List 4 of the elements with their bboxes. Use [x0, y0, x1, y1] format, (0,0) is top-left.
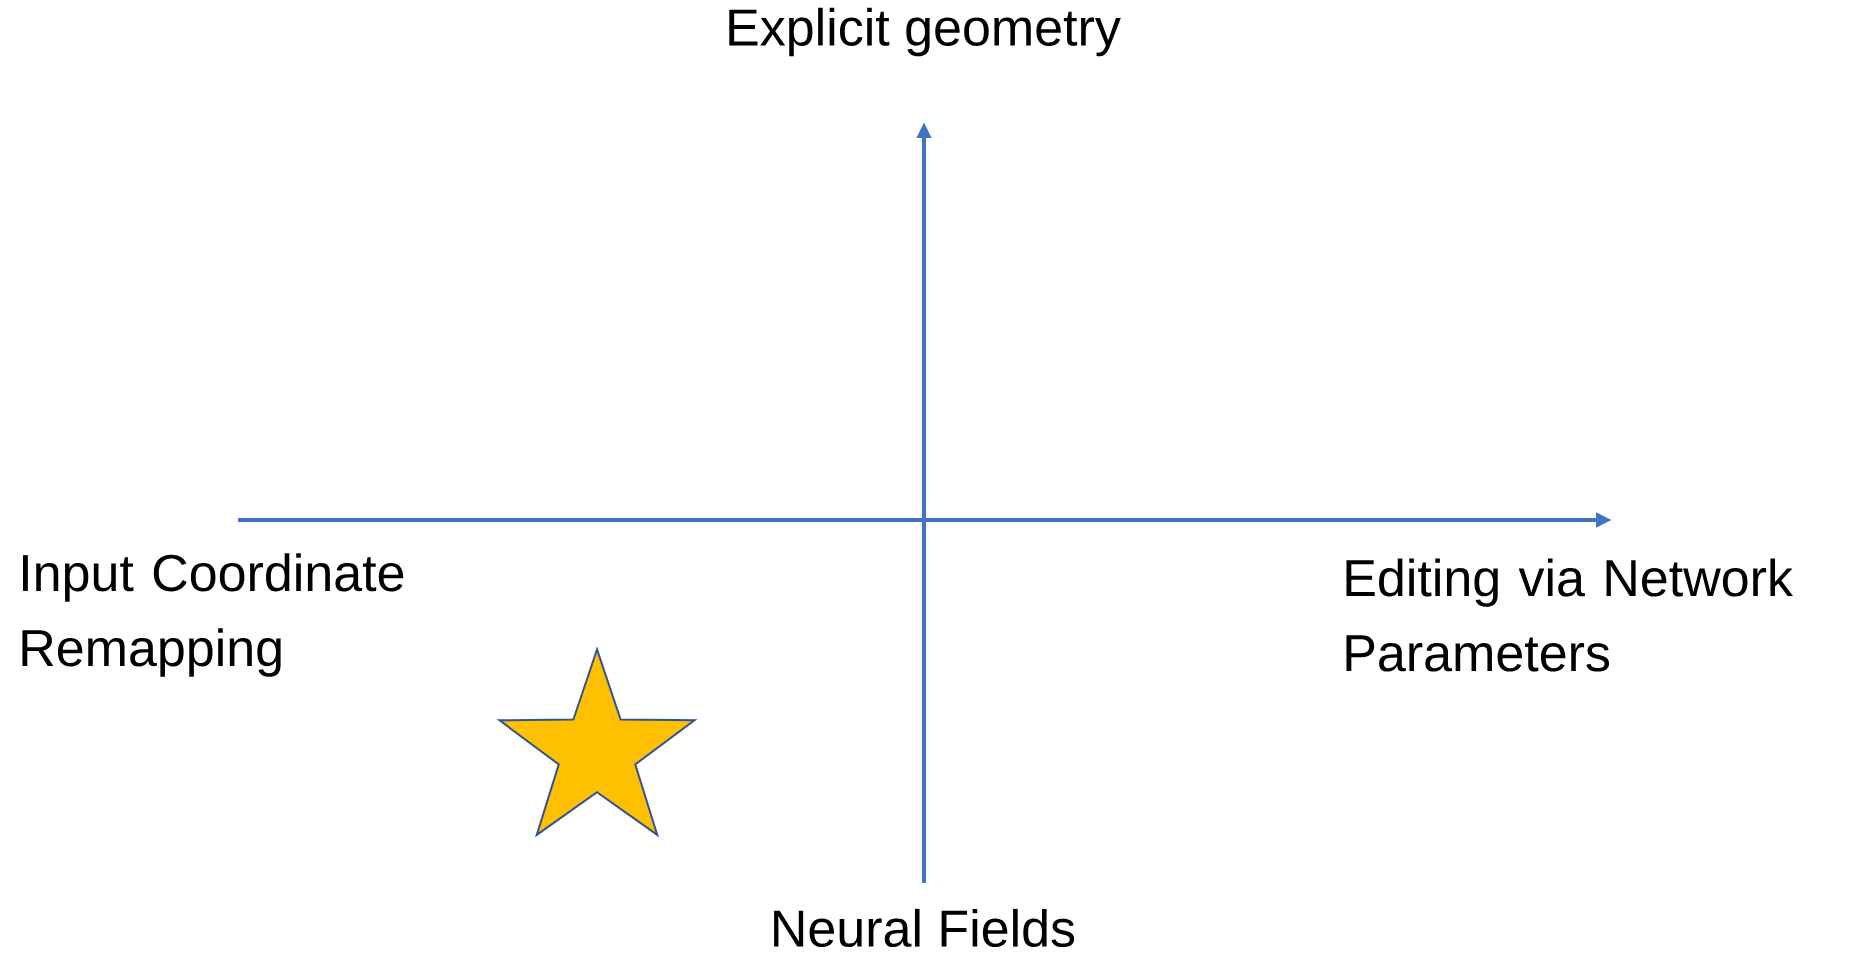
- axis-label: Input Coordinate Remapping: [22, 553, 404, 677]
- axis-label: Editing via Network Parameters: [1346, 558, 1794, 672]
- axis-label: Explicit geometry: [729, 7, 1121, 57]
- axis-label: Neural Fields: [774, 908, 1075, 948]
